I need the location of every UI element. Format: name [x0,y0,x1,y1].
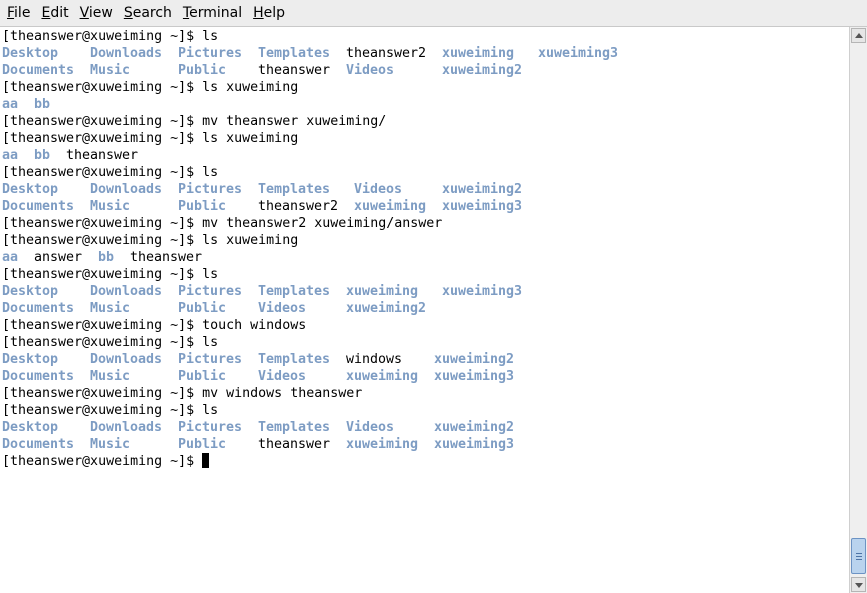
directory-name: Downloads [90,182,163,197]
directory-name: Music [90,301,131,316]
directory-name: Videos [354,182,403,197]
directory-name: Pictures [178,352,243,367]
output-text: [theanswer@xuweiming ~]$ ls xuweiming [2,131,299,146]
directory-name: xuweiming2 [346,301,427,316]
menu-search[interactable]: Search [123,4,172,21]
output-text: theanswer [130,250,203,265]
menu-file[interactable]: File [7,4,31,21]
output-text: [theanswer@xuweiming ~]$ touch windows [2,318,307,333]
output-text: answer [34,250,83,265]
directory-name: Desktop [2,182,59,197]
directory-name: xuweiming2 [434,420,515,435]
directory-name: Public [178,199,227,214]
directory-name: xuweiming [346,437,419,452]
directory-name: xuweiming [346,369,419,384]
menu-bar: File Edit View Search Terminal Help [0,0,867,27]
directory-name: Videos [258,369,307,384]
directory-name: Documents [2,301,75,316]
output-text: theanswer [258,63,331,78]
menu-terminal[interactable]: Terminal [182,4,243,21]
output-text: theanswer2 [258,199,339,214]
output-text: windows [346,352,403,367]
directory-name: Pictures [178,182,243,197]
directory-name: xuweiming3 [442,199,523,214]
output-text: [theanswer@xuweiming ~]$ ls [2,29,219,44]
directory-name: Downloads [90,46,163,61]
directory-name: Templates [258,182,331,197]
shell-prompt: [theanswer@xuweiming ~]$ [2,454,203,469]
directory-name: Videos [258,301,307,316]
output-text: [theanswer@xuweiming ~]$ ls [2,335,219,350]
output-text: [theanswer@xuweiming ~]$ ls [2,165,219,180]
directory-name: Documents [2,199,75,214]
directory-name: Desktop [2,46,59,61]
directory-name: Public [178,63,227,78]
directory-name: Public [178,301,227,316]
directory-name: Templates [258,420,331,435]
menu-edit[interactable]: Edit [41,4,69,21]
output-text: [theanswer@xuweiming ~]$ mv theanswer2 x… [2,216,443,231]
directory-name: Music [90,369,131,384]
directory-name: Desktop [2,420,59,435]
directory-name: Documents [2,63,75,78]
directory-name: Documents [2,437,75,452]
directory-name: xuweiming2 [442,63,523,78]
directory-name: Templates [258,284,331,299]
directory-name: aa [2,97,19,112]
output-text: theanswer2 [346,46,427,61]
directory-name: Music [90,437,131,452]
current-prompt-line: [theanswer@xuweiming ~]$ [2,453,210,470]
directory-name: Desktop [2,352,59,367]
output-text: theanswer [66,148,139,163]
directory-name: xuweiming2 [442,182,523,197]
directory-name: Public [178,437,227,452]
directory-name: Pictures [178,284,243,299]
directory-name: bb [34,97,51,112]
output-text: [theanswer@xuweiming ~]$ ls xuweiming [2,233,299,248]
directory-name: bb [98,250,115,265]
directory-name: xuweiming [442,46,515,61]
directory-name: Downloads [90,352,163,367]
directory-name: Public [178,369,227,384]
directory-name: xuweiming2 [434,352,515,367]
menu-help[interactable]: Help [253,4,286,21]
directory-name: Templates [258,352,331,367]
directory-name: Templates [258,46,331,61]
output-text: [theanswer@xuweiming ~]$ mv windows thea… [2,386,363,401]
directory-name: Pictures [178,420,243,435]
directory-name: Desktop [2,284,59,299]
directory-name: bb [34,148,51,163]
scroll-down-arrow-icon[interactable] [851,577,866,592]
directory-name: Documents [2,369,75,384]
directory-name: xuweiming3 [442,284,523,299]
directory-name: xuweiming3 [434,369,515,384]
directory-name: Downloads [90,420,163,435]
scroll-up-arrow-icon[interactable] [851,28,866,43]
directory-name: xuweiming [354,199,427,214]
scrollbar-thumb[interactable] [851,538,866,574]
directory-name: xuweiming3 [434,437,515,452]
menu-view[interactable]: View [79,4,113,21]
vertical-scrollbar[interactable] [849,27,867,593]
directory-name: Videos [346,63,395,78]
directory-name: Downloads [90,284,163,299]
directory-name: Pictures [178,46,243,61]
output-text: theanswer [258,437,331,452]
text-cursor [202,453,210,468]
directory-name: xuweiming3 [538,46,619,61]
directory-name: aa [2,250,19,265]
directory-name: Videos [346,420,395,435]
directory-name: aa [2,148,19,163]
directory-name: Music [90,199,131,214]
output-text: [theanswer@xuweiming ~]$ ls xuweiming [2,80,299,95]
directory-name: Music [90,63,131,78]
output-text: [theanswer@xuweiming ~]$ mv theanswer xu… [2,114,387,129]
directory-name: xuweiming [346,284,419,299]
output-text: [theanswer@xuweiming ~]$ ls [2,267,219,282]
output-text: [theanswer@xuweiming ~]$ ls [2,403,219,418]
